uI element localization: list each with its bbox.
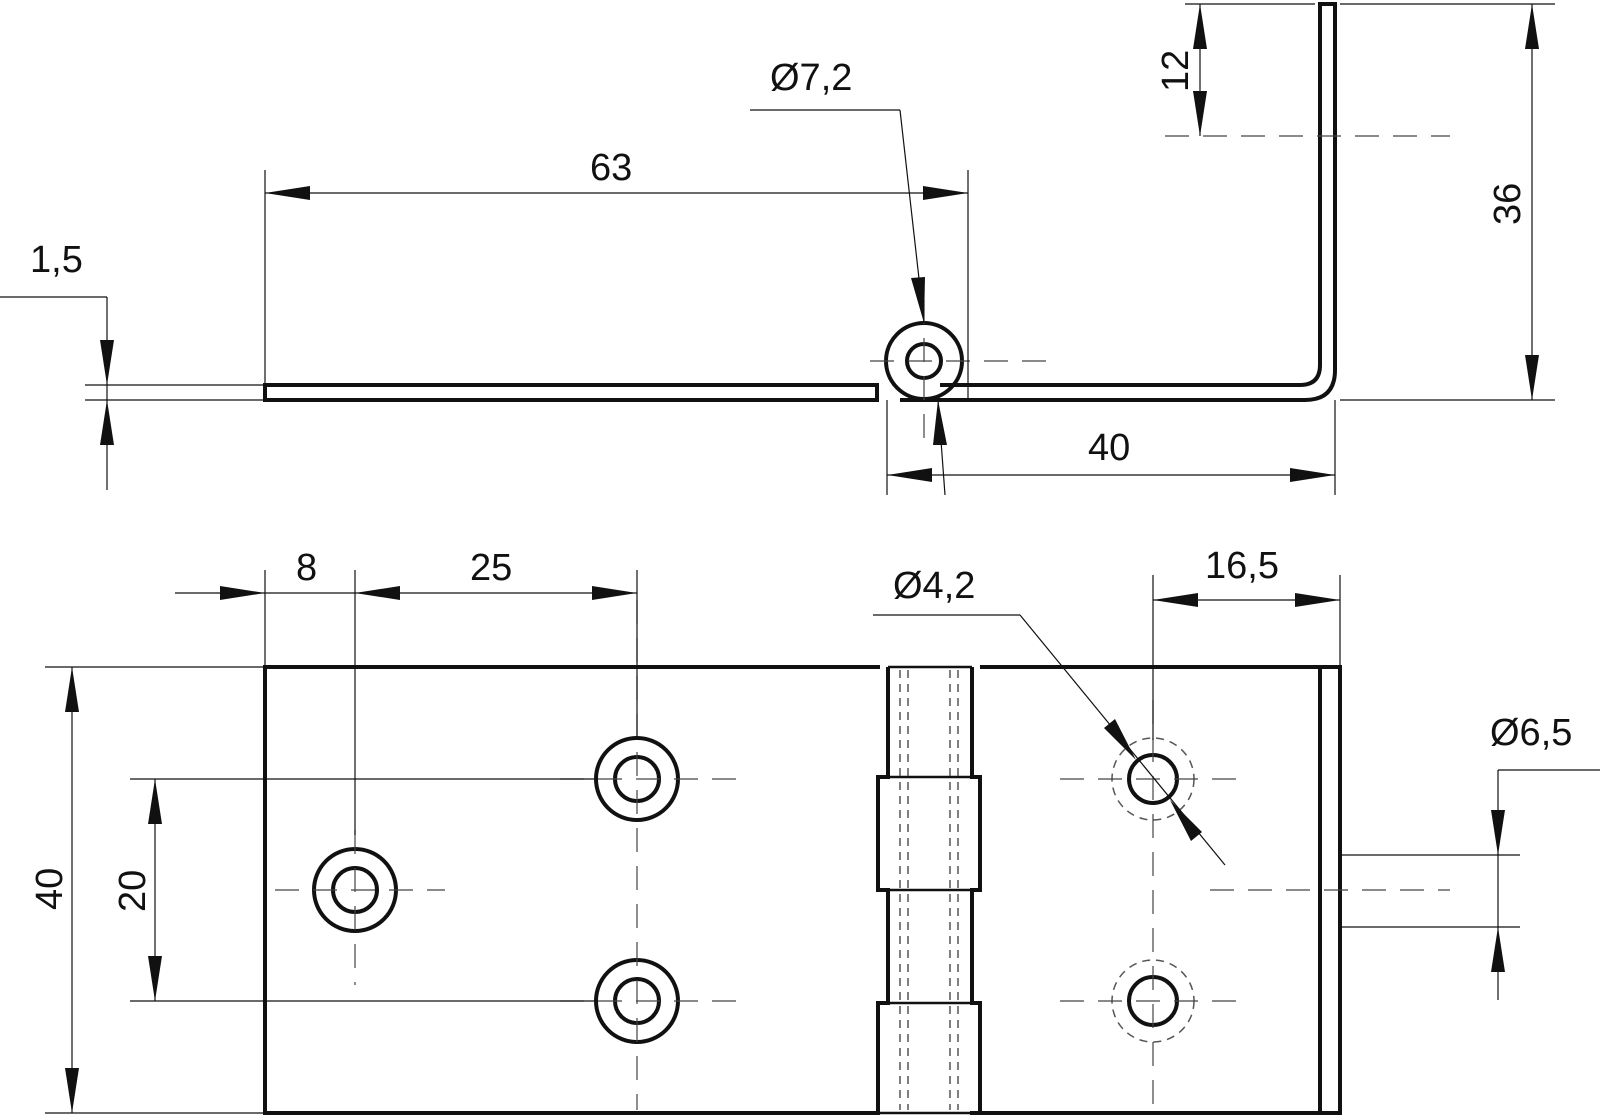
dim-leaf-length: 63 xyxy=(264,147,969,400)
dim-thickness: 1,5 xyxy=(0,239,265,490)
dim-pin-diameter: Ø6,5 xyxy=(1340,712,1600,1000)
dim-right-edge-to-hole: 16,5 xyxy=(1152,545,1341,740)
dim-hole-offset-label: 12 xyxy=(1155,50,1197,92)
dim-edge-to-hole: 8 25 xyxy=(175,547,638,835)
dim-leaf-width: 40 xyxy=(29,666,265,1114)
dim-edge-to-hole-label: 8 xyxy=(296,547,317,589)
dim-right-edge-to-hole-label: 16,5 xyxy=(1205,545,1279,587)
dim-hole-spacing-x-label: 25 xyxy=(470,547,512,589)
dim-hole-offset: 12 xyxy=(1155,3,1315,136)
dim-height-label: 36 xyxy=(1487,183,1529,225)
plan-view: 8 25 Ø4,2 16,5 Ø6,5 xyxy=(29,545,1600,1115)
dim-pin-diameter-label: Ø6,5 xyxy=(1490,712,1572,754)
dim-height: 36 xyxy=(1340,3,1555,401)
side-view: 1,5 63 Ø7,2 40 xyxy=(0,2,1555,496)
plan-right-leaf xyxy=(970,665,1342,1115)
dim-hole-diameter: Ø4,2 xyxy=(873,565,1226,866)
dim-leaf-width-label: 40 xyxy=(29,868,71,910)
plan-left-leaf xyxy=(263,665,880,1115)
dim-bent-leaf-length-label: 40 xyxy=(1088,427,1130,469)
dim-knuckle-diameter: Ø7,2 xyxy=(750,57,925,324)
side-right-leaf xyxy=(900,2,1337,402)
dim-thickness-label: 1,5 xyxy=(30,239,83,281)
dim-hole-spacing-y: 20 xyxy=(112,778,595,1002)
dim-leaf-length-label: 63 xyxy=(590,147,632,189)
dim-knuckle-diameter-label: Ø7,2 xyxy=(770,57,852,99)
dim-bent-leaf-length: 40 xyxy=(886,399,1336,496)
dim-hole-spacing-y-label: 20 xyxy=(112,870,154,912)
side-left-leaf xyxy=(263,383,879,402)
dim-hole-diameter-label: Ø4,2 xyxy=(893,565,975,607)
